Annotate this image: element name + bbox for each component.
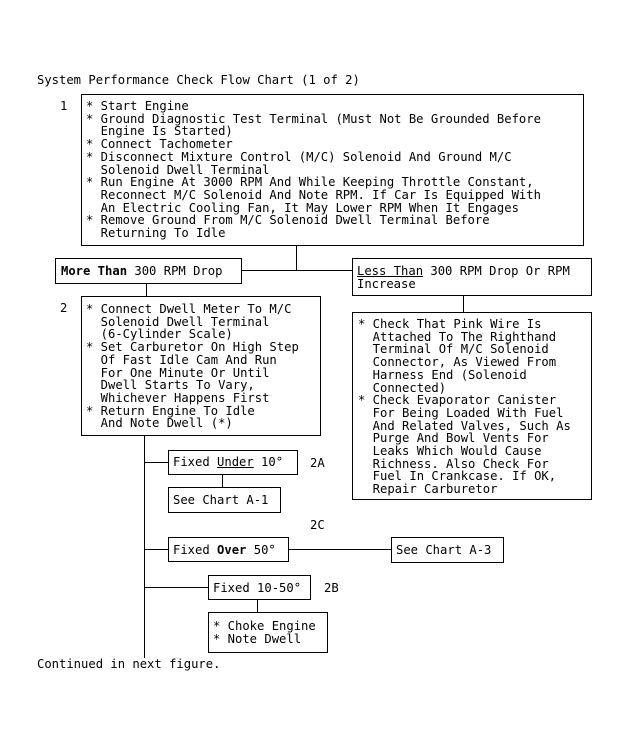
less-than-label: Less Than 300 RPM Drop Or RPM Increase: [357, 265, 570, 290]
see-a3-label: See Chart A-3: [396, 543, 492, 557]
step2-line: Solenoid Dwell Terminal: [86, 314, 270, 329]
fixed-range-label: Fixed 10-50°: [213, 581, 302, 595]
tag-2c: 2C: [310, 518, 325, 532]
less-than-underlined: Less Than: [357, 264, 424, 278]
less-than-line2: Increase: [357, 276, 416, 291]
step1-line: * Remove Ground From M/C Solenoid Dwell …: [86, 213, 490, 228]
choke-line: * Choke Engine: [213, 619, 316, 633]
check-line: Connector, As Viewed From: [358, 355, 557, 370]
step1-box: * Start Engine* Ground Diagnostic Test T…: [81, 94, 584, 246]
choke-box: * Choke Engine* Note Dwell: [208, 612, 328, 653]
tag-2a: 2A: [310, 456, 325, 470]
check-line: Connected): [358, 380, 447, 395]
check-line: Leaks Which Would Cause: [358, 444, 542, 459]
chart-title: System Performance Check Flow Chart (1 o…: [37, 73, 360, 87]
see-a1-label: See Chart A-1: [173, 493, 269, 507]
check-line: * Check That Pink Wire Is: [358, 317, 542, 331]
step1-line: * Connect Tachometer: [86, 137, 233, 152]
less-than-box: Less Than 300 RPM Drop Or RPM Increase: [352, 258, 592, 296]
more-than-label: More Than 300 RPM Drop: [61, 265, 222, 278]
less-than-rest: 300 RPM Drop Or RPM: [423, 264, 570, 278]
fixed-over-box: Fixed Over 50°: [168, 537, 289, 562]
step1-line: * Disconnect Mixture Control (M/C) Solen…: [86, 149, 512, 164]
more-than-bold: More Than: [61, 264, 128, 278]
tag-2b: 2B: [324, 581, 339, 595]
check-line: Repair Carburetor: [358, 482, 498, 497]
step2-line: (6-Cylinder Scale): [86, 327, 233, 342]
step2-line: * Connect Dwell Meter To M/C: [86, 302, 292, 316]
check-line: And Related Valves, Such As: [358, 418, 571, 433]
step2-number: 2: [60, 301, 68, 315]
step1-number: 1: [60, 99, 68, 113]
check-line: Terminal Of M/C Solenoid: [358, 342, 549, 357]
check-line: Purge And Bowl Vents For: [358, 431, 549, 446]
fixed-over-label: Fixed Over 50°: [173, 544, 276, 557]
choke-instructions: * Choke Engine* Note Dwell: [213, 620, 316, 645]
check-line: Richness. Also Check For: [358, 456, 549, 471]
step1-line: * Start Engine: [86, 99, 189, 113]
step1-line: Solenoid Dwell Terminal: [86, 162, 270, 177]
step1-line: Engine Is Started): [86, 124, 233, 139]
step2-line: For One Minute Or Until: [86, 365, 270, 380]
check-line: Attached To The Righthand: [358, 329, 557, 344]
step2-line: * Return Engine To Idle: [86, 403, 255, 418]
fixed-under-underlined: Under: [217, 455, 254, 469]
step2-box: * Connect Dwell Meter To M/C Solenoid Dw…: [81, 296, 321, 436]
step2-instructions: * Connect Dwell Meter To M/C Solenoid Dw…: [86, 303, 299, 430]
step2-line: * Set Carburetor On High Step: [86, 340, 299, 355]
see-a1-box: See Chart A-1: [168, 487, 281, 513]
check-instructions: * Check That Pink Wire Is Attached To Th…: [358, 318, 571, 496]
see-a3-box: See Chart A-3: [391, 537, 504, 563]
choke-line: * Note Dwell: [213, 631, 302, 646]
more-than-rest: 300 RPM Drop: [127, 264, 223, 278]
check-line: For Being Loaded With Fuel: [358, 405, 564, 420]
fixed-range-box: Fixed 10-50°: [208, 575, 311, 600]
check-line: * Check Evaporator Canister: [358, 393, 557, 408]
more-than-box: More Than 300 RPM Drop: [55, 258, 242, 284]
step1-line: An Electric Cooling Fan, It May Lower RP…: [86, 200, 519, 215]
step1-line: Reconnect M/C Solenoid And Note RPM. If …: [86, 187, 541, 202]
step1-line: * Ground Diagnostic Test Terminal (Must …: [86, 111, 541, 126]
step2-line: And Note Dwell (*): [86, 416, 233, 431]
fixed-under-label: Fixed Under 10°: [173, 456, 283, 469]
check-box: * Check That Pink Wire Is Attached To Th…: [352, 312, 592, 500]
step1-instructions: * Start Engine* Ground Diagnostic Test T…: [86, 100, 541, 240]
check-line: Harness End (Solenoid: [358, 367, 527, 382]
check-line: Fuel In Crankcase. If OK,: [358, 469, 557, 484]
fixed-under-box: Fixed Under 10°: [168, 450, 298, 475]
fixed-over-prefix: Fixed: [173, 543, 218, 557]
footer-note: Continued in next figure.: [37, 657, 221, 671]
step1-line: * Run Engine At 3000 RPM And While Keepi…: [86, 175, 534, 190]
fixed-under-suffix: 10°: [253, 455, 284, 469]
step2-line: Dwell Starts To Vary,: [86, 378, 255, 393]
fixed-over-suffix: 50°: [246, 543, 276, 557]
step2-line: Of Fast Idle Cam And Run: [86, 352, 277, 367]
fixed-over-bold: Over: [217, 543, 247, 557]
step1-line: Returning To Idle: [86, 226, 226, 241]
step2-line: Whichever Happens First: [86, 390, 270, 405]
fixed-under-prefix: Fixed: [173, 455, 218, 469]
